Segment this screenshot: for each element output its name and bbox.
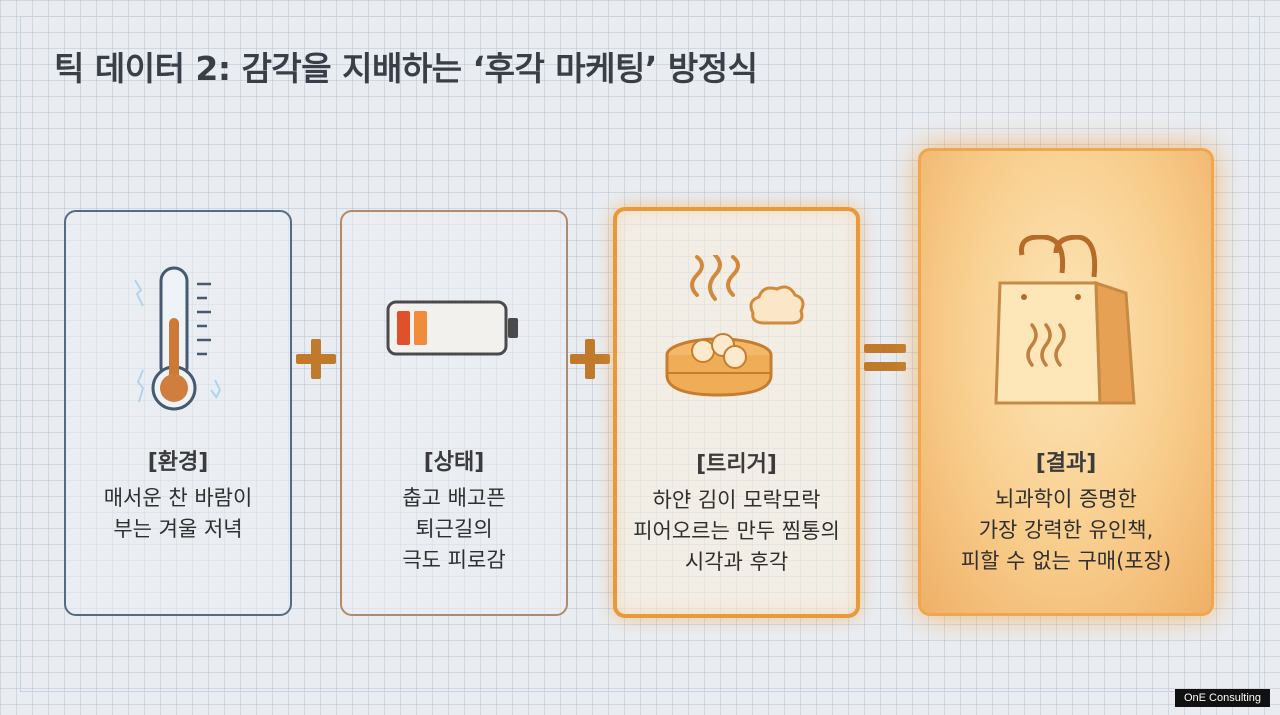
- page-title: 틱 데이터 2: 감각을 지배하는 ‘후각 마케팅’ 방정식: [54, 49, 758, 88]
- card-state: [상태] 춥고 배고픈 퇴근길의 극도 피로감: [340, 210, 568, 616]
- equals-operator-icon: [860, 338, 910, 382]
- card-trigger: [트리거] 하얀 김이 모락모락 피어오르는 만두 찜통의 시각과 후각: [613, 207, 860, 618]
- card-label: [환경]: [147, 450, 209, 475]
- card-description: 매서운 찬 바람이 부는 겨울 저녁: [103, 486, 253, 541]
- card-description: 하얀 김이 모락모락 피어오르는 만두 찜통의 시각과 후각: [633, 488, 840, 574]
- card-label: [트리거]: [696, 452, 777, 477]
- card-description: 뇌과학이 증명한 가장 강력한 유인책, 피할 수 없는 구매(포장): [960, 487, 1172, 573]
- card-label: [결과]: [1035, 451, 1097, 476]
- steaming-dumpling-icon: [617, 255, 856, 405]
- card-label: [상태]: [423, 450, 485, 475]
- diagram-frame: [20, 16, 1260, 692]
- plus-operator-icon: [292, 335, 340, 387]
- thermometer-icon: [66, 260, 290, 420]
- shopping-bag-icon: [921, 235, 1211, 415]
- card-result: [결과] 뇌과학이 증명한 가장 강력한 유인책, 피할 수 없는 구매(포장): [918, 148, 1214, 616]
- low-battery-icon: [342, 298, 566, 358]
- footer-brand: OnE Consulting: [1175, 689, 1270, 707]
- card-description: 춥고 배고픈 퇴근길의 극도 피로감: [402, 486, 506, 572]
- plus-operator-icon: [566, 335, 614, 387]
- card-environment: [환경] 매서운 찬 바람이 부는 겨울 저녁: [64, 210, 292, 616]
